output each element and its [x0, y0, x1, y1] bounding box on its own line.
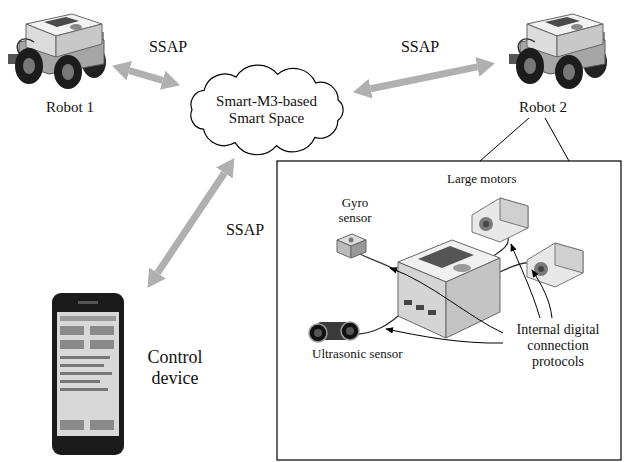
ultrasonic-sensor-illustration — [309, 322, 359, 342]
ev3-brick — [416, 305, 424, 310]
node-label: Robot 2 — [519, 99, 567, 116]
part-label: Large motors — [447, 172, 516, 187]
robot-detail-bracket — [480, 118, 569, 161]
ultrasonic-sensor-illustration — [309, 324, 327, 342]
robot-illustration — [8, 14, 106, 89]
robot-illustration — [509, 14, 607, 89]
ev3-brick — [453, 264, 471, 272]
leader-arrow — [390, 268, 503, 333]
ev3-brick — [398, 262, 446, 338]
gyro-sensor-illustration — [351, 240, 366, 258]
phone-illustration — [60, 364, 104, 367]
ssap-arrow — [129, 71, 162, 81]
robot-detail-bracket — [545, 118, 569, 161]
leader-arrow — [511, 244, 540, 318]
node-label: Smart-M3-based Smart Space — [208, 93, 326, 128]
leader-arrow — [532, 270, 552, 318]
cloud-outline — [191, 65, 343, 155]
ev3-brick — [404, 300, 412, 305]
phone-illustration — [60, 420, 84, 430]
phone-illustration — [52, 293, 124, 455]
phone-illustration — [60, 340, 84, 349]
large-motor — [527, 243, 583, 287]
inset-frame — [277, 161, 621, 460]
gyro-sensor-illustration — [337, 234, 366, 258]
gyro-sensor-illustration — [349, 238, 354, 243]
node-label: Robot 1 — [46, 99, 94, 116]
gyro-sensor-illustration — [337, 240, 351, 258]
device-box: Control device — [45, 288, 217, 458]
node-label: Control device — [139, 347, 211, 388]
smart-space-cloud: Smart-M3-based Smart Space — [180, 62, 353, 158]
robot-box: Robot 1 — [0, 0, 112, 120]
large-motor — [555, 243, 583, 273]
robot-detail-bracket — [480, 118, 529, 161]
large-motor — [472, 198, 528, 242]
ultrasonic-sensor-illustration — [346, 327, 354, 335]
ssap-arrow — [158, 173, 225, 273]
leader-arrow — [386, 329, 503, 343]
protocol-label: SSAP — [399, 38, 441, 56]
large-motor — [500, 198, 528, 228]
phone-illustration — [90, 340, 114, 349]
large-motor — [483, 221, 489, 227]
part-label: Ultrasonic sensor — [312, 347, 403, 362]
ev3-brick — [428, 310, 436, 315]
protocol-label: SSAP — [147, 38, 189, 56]
large-motor — [472, 198, 528, 242]
large-motor — [534, 262, 548, 276]
ultrasonic-sensor-illustration — [341, 322, 359, 340]
phone-illustration — [90, 326, 114, 335]
phone-illustration — [60, 380, 100, 383]
phone-illustration — [60, 316, 116, 321]
phone-illustration — [52, 293, 124, 455]
robot-box: Robot 2 — [495, 0, 623, 120]
large-motor — [538, 266, 544, 272]
ssap-arrow — [371, 67, 478, 89]
phone-illustration — [60, 356, 110, 359]
phone-illustration — [90, 420, 114, 430]
phone-illustration — [60, 388, 108, 391]
phone-illustration — [60, 372, 112, 375]
ev3-brick — [446, 258, 500, 338]
phone-illustration — [60, 326, 84, 335]
part-label: Internal digital connection protocols — [508, 322, 608, 370]
part-label: Gyro sensor — [330, 196, 380, 226]
phone-illustration — [78, 301, 98, 304]
ultrasonic-sensor-illustration — [314, 329, 322, 337]
protocol-label: SSAP — [224, 221, 266, 239]
large-motor — [527, 243, 583, 287]
phone-illustration — [57, 312, 119, 436]
large-motor — [479, 217, 493, 231]
